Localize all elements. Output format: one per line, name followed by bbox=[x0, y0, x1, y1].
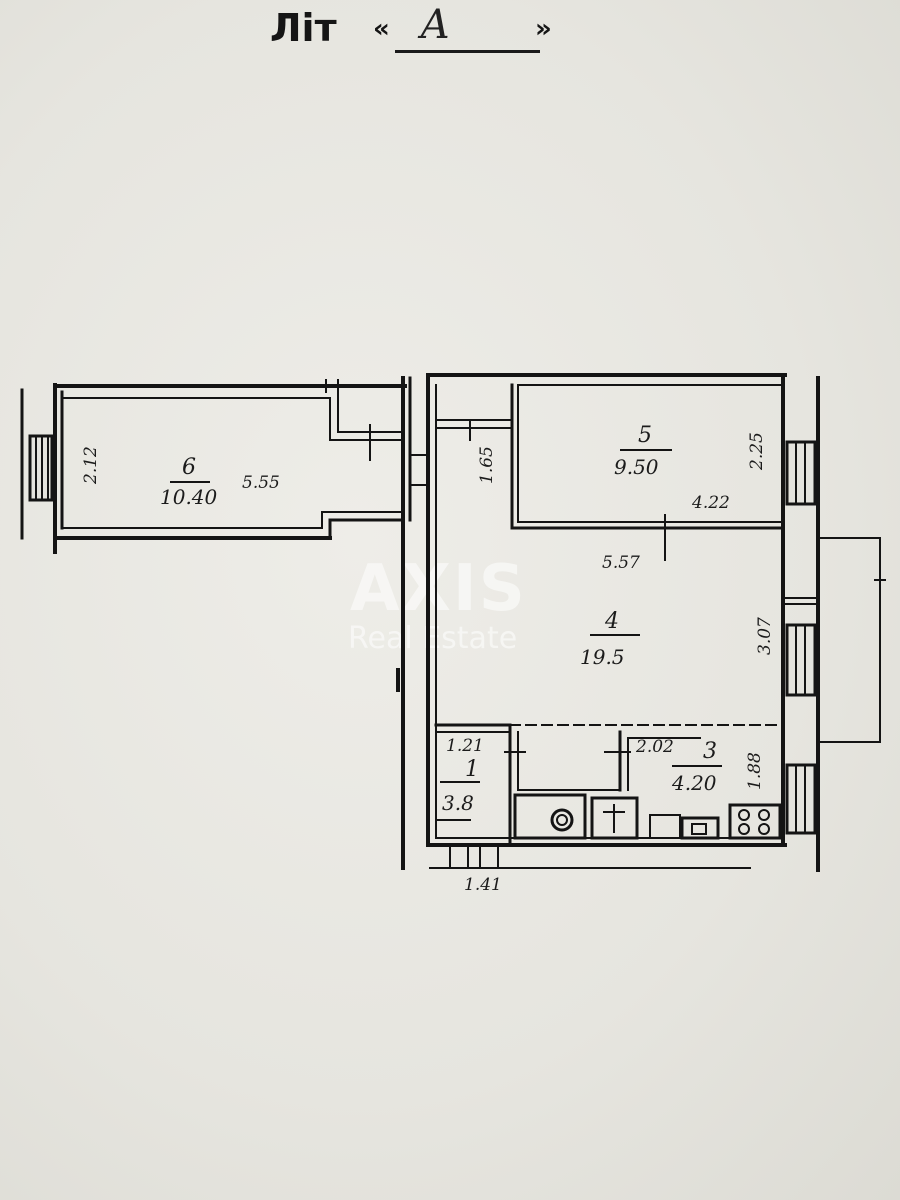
room-3-area: 4.20 bbox=[671, 771, 717, 795]
balcony bbox=[784, 537, 886, 743]
room-5-number: 5 bbox=[638, 423, 652, 448]
room-1-number: 1 bbox=[465, 757, 479, 782]
dim-room3-height: 1.88 bbox=[745, 752, 765, 790]
central-wall bbox=[396, 376, 429, 870]
watermark-subtitle: Real Estate bbox=[348, 621, 517, 656]
dim-room3-width: 2.02 bbox=[635, 737, 674, 757]
watermark: AXIS Real Estate bbox=[348, 552, 527, 656]
dim-corridor-width: 1.65 bbox=[477, 446, 497, 484]
apartment-walls bbox=[426, 373, 820, 872]
dim-room5-width: 4.22 bbox=[691, 493, 730, 513]
letter-header: Літ « А » bbox=[265, 2, 585, 62]
watermark-brand: AXIS bbox=[350, 552, 527, 626]
lower-partitions bbox=[434, 723, 781, 847]
room-5-walls bbox=[435, 383, 785, 561]
quote-close: » bbox=[535, 14, 552, 44]
dim-room4-width: 3.07 bbox=[755, 617, 775, 655]
lit-underline bbox=[395, 50, 540, 53]
window-right-upper bbox=[785, 440, 817, 506]
dim-room6-height: 2.12 bbox=[81, 446, 101, 485]
window-right-lower bbox=[785, 763, 817, 835]
kitchen-fixtures bbox=[513, 793, 782, 840]
room-6-number: 6 bbox=[182, 455, 196, 480]
dim-room6-length: 5.55 bbox=[242, 473, 280, 493]
dim-room1-width: 1.21 bbox=[446, 736, 484, 756]
lit-label: Літ bbox=[270, 6, 337, 50]
dim-room5-height: 2.25 bbox=[747, 432, 767, 471]
room-1-area: 3.8 bbox=[442, 791, 474, 815]
window-left bbox=[28, 434, 54, 502]
dim-entry-width: 1.41 bbox=[464, 875, 502, 895]
room-4-number: 4 bbox=[604, 609, 619, 634]
fraction-bars bbox=[170, 449, 722, 783]
lit-value: А bbox=[420, 2, 451, 48]
room-3-number: 3 bbox=[703, 739, 717, 764]
window-right-middle bbox=[785, 623, 817, 697]
room-6-area: 10.40 bbox=[160, 485, 218, 509]
room-4-area: 19.5 bbox=[580, 645, 625, 669]
quote-open: « bbox=[373, 14, 390, 44]
entry-door bbox=[449, 844, 499, 869]
room-5-area: 9.50 bbox=[614, 455, 659, 479]
dim-room4-length: 5.57 bbox=[602, 553, 640, 573]
room-6-walls bbox=[20, 379, 407, 554]
